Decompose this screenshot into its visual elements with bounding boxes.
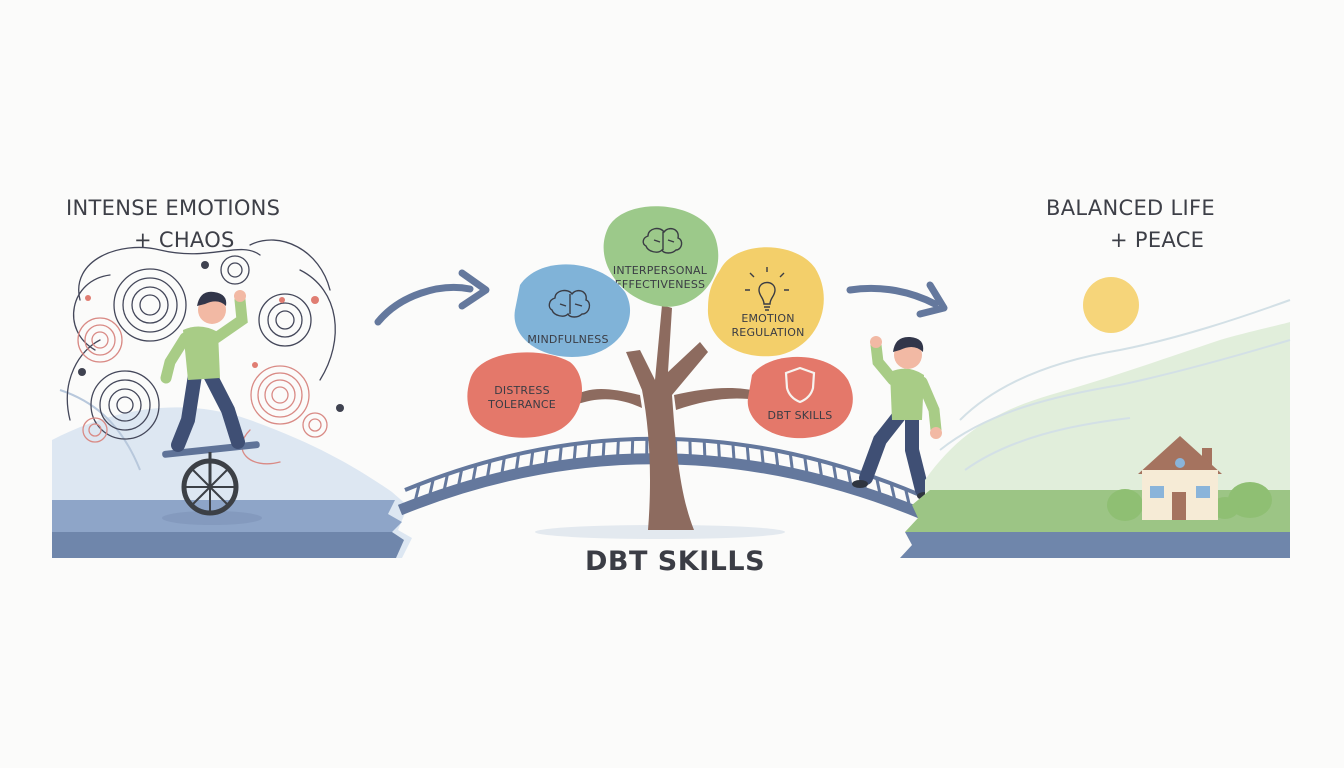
- leaf-distress-line2: TOLERANCE: [487, 398, 556, 411]
- bridge-post: [688, 439, 692, 460]
- bridge-post: [889, 483, 898, 504]
- house: [1138, 436, 1222, 520]
- center-heading: DBT SKILLS: [584, 546, 766, 577]
- bridge-post: [485, 460, 492, 482]
- bridge-post: [616, 439, 620, 460]
- bridge-post: [427, 478, 435, 500]
- right-heading-line1: BALANCED LIFE: [1046, 196, 1215, 220]
- bridge-post: [499, 457, 506, 478]
- leaf-emotion-regulation: EMOTION REGULATION: [707, 247, 824, 357]
- bridge-post: [441, 473, 449, 495]
- bridge-post: [528, 450, 535, 472]
- leaf-interpersonal-line2: EFFECTIVENESS: [615, 278, 705, 291]
- lightbulb-icon: [745, 267, 789, 311]
- bridge-post: [760, 447, 765, 469]
- leaf-mindfulness-line1: MINDFULNESS: [527, 333, 608, 346]
- bridge-post: [745, 445, 751, 466]
- bridge-post: [803, 456, 809, 477]
- bridge-post: [832, 464, 839, 485]
- brain-icon: [548, 289, 591, 318]
- leaf-distress-line1: DISTRESS: [494, 384, 550, 397]
- bridge-post: [514, 453, 521, 475]
- unicycle-person: [160, 290, 262, 525]
- tree-trunk: [570, 305, 760, 530]
- bridge-post: [774, 450, 780, 471]
- left-heading: INTENSE EMOTIONS + CHAOS: [66, 192, 280, 256]
- right-cliff: [900, 299, 1291, 558]
- bridge-post: [630, 439, 635, 460]
- leaf-emotion-line2: REGULATION: [731, 326, 804, 339]
- bridge-post: [470, 464, 478, 486]
- bridge-post: [557, 445, 563, 467]
- shield-icon: [784, 366, 816, 404]
- leaf-emotion-line1: EMOTION: [741, 312, 794, 325]
- bridge-post: [717, 441, 722, 463]
- bridge-post: [875, 477, 883, 499]
- leaf-interpersonal-line1: INTERPERSONAL: [613, 264, 708, 277]
- leaf-dbt-skills: DBT SKILLS: [747, 356, 853, 439]
- bridge-post: [456, 469, 464, 490]
- leaf-mindfulness: MINDFULNESS: [514, 264, 631, 357]
- bridge-post: [904, 488, 912, 510]
- right-heading: BALANCED LIFE + PEACE: [1046, 192, 1215, 256]
- bridge-post: [601, 440, 606, 461]
- sun: [1083, 277, 1139, 333]
- leaf-distress-tolerance: DISTRESS TOLERANCE: [467, 352, 582, 438]
- bridge-post: [702, 440, 707, 461]
- chaos-swirls: [66, 239, 344, 465]
- bridge-post: [788, 453, 795, 474]
- bridge-post: [731, 443, 736, 464]
- right-heading-line2: + PEACE: [1110, 228, 1205, 252]
- leaf-dbt-skills-label: DBT SKILLS: [768, 409, 833, 422]
- left-heading-line1: INTENSE EMOTIONS: [66, 196, 281, 220]
- leaf-interpersonal: INTERPERSONAL EFFECTIVENESS: [603, 206, 719, 307]
- bridge-post: [817, 460, 824, 481]
- brain-icon: [642, 227, 683, 254]
- bridge-post: [586, 442, 592, 463]
- bridge-post: [543, 448, 549, 469]
- right-arrow: [846, 281, 948, 318]
- left-arrow: [374, 269, 490, 326]
- bridge-post: [572, 443, 578, 465]
- bridge-post: [846, 468, 853, 489]
- walking-person: [852, 336, 942, 500]
- bridge-post: [412, 483, 421, 505]
